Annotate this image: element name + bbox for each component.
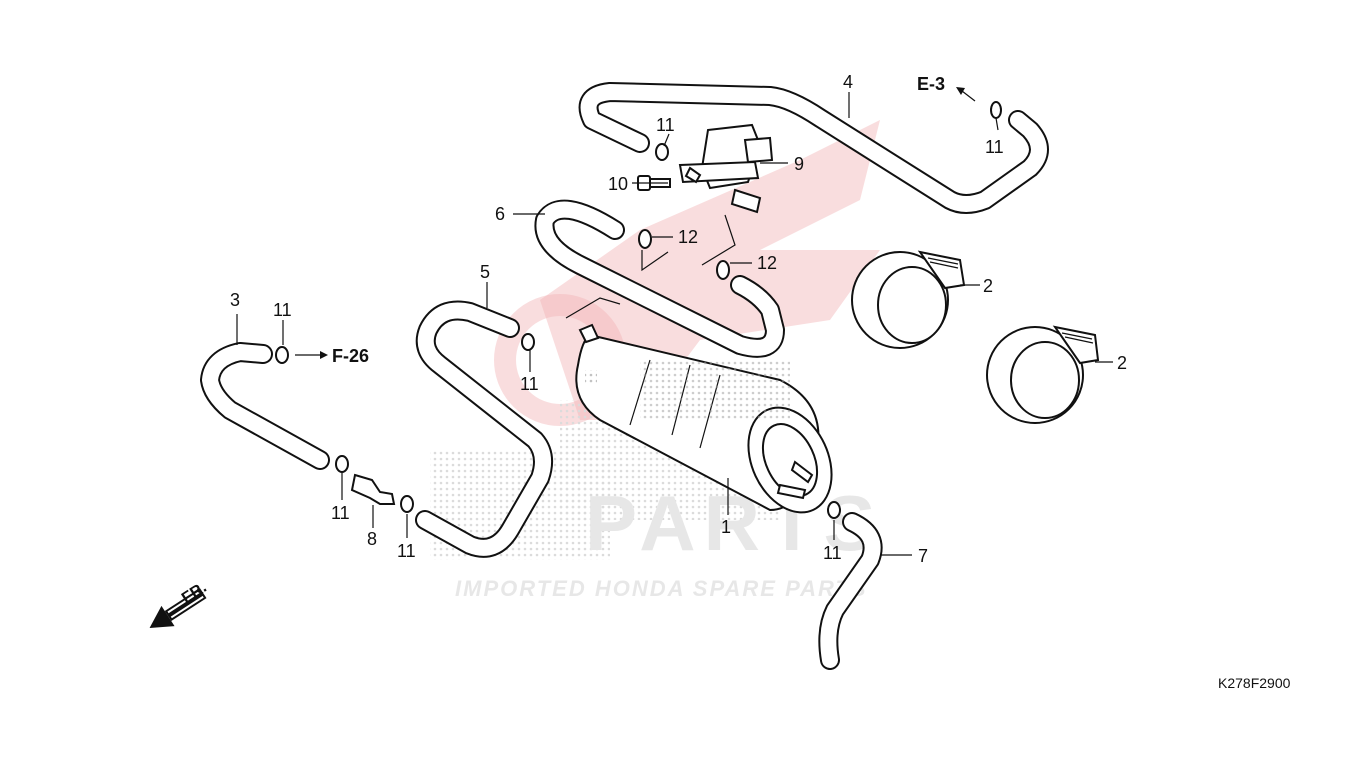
hose-5 [415,300,554,558]
hose-3 [200,342,330,470]
clamp-11-canister [521,333,535,351]
valve-9 [678,123,774,214]
joint-8 [350,473,396,505]
callout-6: 6 [495,204,505,224]
callout-3: 3 [230,290,240,310]
callout-11-hose3: 11 [331,503,350,523]
callout-7: 7 [918,546,928,566]
watermark-tagline: IMPORTED HONDA SPARE PARTS [455,576,868,601]
callout-1: 1 [721,517,731,537]
cover-2-lower [986,325,1100,424]
callout-2-upper: 2 [983,276,993,296]
clamp-12-left [638,229,652,249]
callout-5: 5 [480,262,490,282]
callout-11-f26: 11 [273,300,292,320]
clamp-12-right [716,260,730,280]
reference-f26: F-26 [332,346,369,366]
callout-11-hose7: 11 [823,543,842,563]
callout-8: 8 [367,529,377,549]
clamp-11-top [655,143,669,161]
callout-11-joint: 11 [397,541,416,561]
clamp-11-joint [400,495,414,513]
callout-11-canister: 11 [520,374,539,394]
leader-lines [236,87,1113,556]
clamp-11-hose7 [827,501,841,519]
canister-1 [575,323,833,514]
clamp-11-hose3 [335,455,349,473]
callout-11-top: 11 [656,115,675,135]
callouts: 4 11 11 9 10 6 12 12 5 3 11 11 2 2 11 8 … [230,72,1127,566]
hose-4 [578,82,1049,214]
callout-11-e3: 11 [985,137,1004,157]
reference-e3: E-3 [917,74,945,94]
hose-6 [534,199,785,358]
callout-9: 9 [794,154,804,174]
callout-10: 10 [608,174,628,194]
callout-12-right: 12 [757,253,777,273]
callout-2-lower: 2 [1117,353,1127,373]
clamp-11-f26 [275,346,289,364]
diagram-code: K278F2900 [1218,675,1291,691]
cover-2-upper [851,250,966,349]
callout-4: 4 [843,72,853,92]
clamp-11-e3 [990,101,1002,119]
callout-12-left: 12 [678,227,698,247]
hose-7 [818,512,883,670]
front-direction-arrow: FR. [149,579,210,628]
